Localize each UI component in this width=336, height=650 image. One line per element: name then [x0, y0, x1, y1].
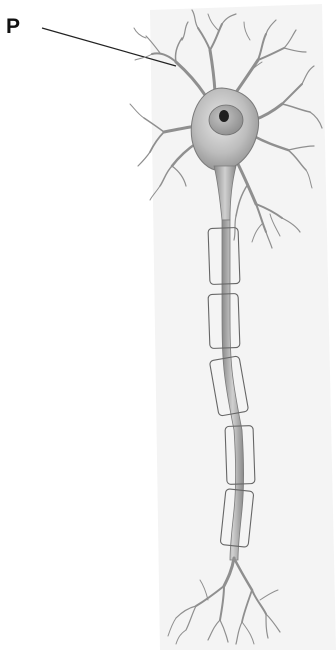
label-p: P — [6, 16, 20, 37]
nucleus — [209, 105, 243, 135]
nucleolus — [219, 110, 229, 122]
